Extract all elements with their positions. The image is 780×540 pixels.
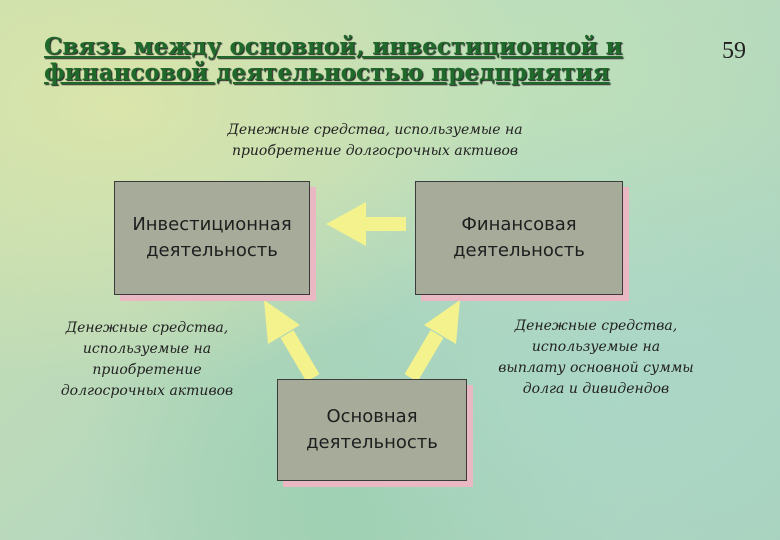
financial-activity-box: Финансовая деятельность xyxy=(415,181,623,295)
arrow-financial-to-investment xyxy=(326,202,406,246)
arrow-operating-to-financial xyxy=(404,300,460,382)
note-left-cash-long-term-assets: Денежные средства, используемые на приоб… xyxy=(60,320,234,399)
note-top-cash-long-term-assets: Денежные средства, используемые на приоб… xyxy=(227,122,523,159)
slide-title: Связь между основной, инвестиционной и ф… xyxy=(44,33,623,86)
page-number: 59 xyxy=(722,38,746,64)
note-right-cash-debt-dividends: Денежные средства, используемые на выпла… xyxy=(498,318,694,397)
arrow-operating-to-investment xyxy=(264,300,320,382)
operating-activity-box: Основная деятельность xyxy=(277,379,467,481)
investment-activity-box: Инвестиционная деятельность xyxy=(114,181,310,295)
